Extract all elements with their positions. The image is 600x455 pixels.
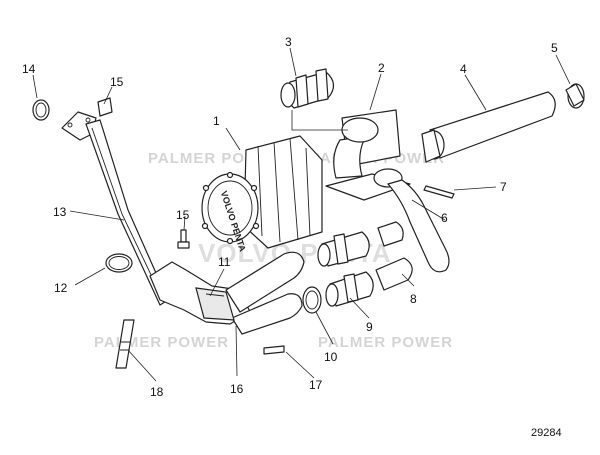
- watermark-lower-right: PALMER POWER: [318, 334, 453, 351]
- callout-3: 3: [285, 35, 292, 49]
- leader-lines: [32, 47, 571, 382]
- part-6-elbow-pipe: [387, 179, 450, 273]
- callout-13: 13: [53, 205, 67, 219]
- part-5-hose-clamp: [565, 83, 585, 109]
- callout-9: 9: [366, 320, 373, 334]
- part-3-hose: [280, 68, 335, 109]
- part-14-seal-ring: [32, 99, 50, 121]
- callout-14: 14: [22, 62, 36, 76]
- callout-15-lower: 15: [176, 208, 190, 222]
- callout-4: 4: [460, 62, 467, 76]
- callout-2: 2: [378, 61, 385, 75]
- part-9-hoses-with-clamps: [317, 231, 374, 307]
- callout-8: 8: [410, 292, 417, 306]
- callout-5: 5: [551, 41, 558, 55]
- part-15-clamp-upper: [97, 97, 113, 117]
- part-1-heat-exchanger: VOLVO PENTA: [201, 135, 323, 253]
- callout-10: 10: [324, 350, 338, 364]
- callout-12: 12: [54, 281, 68, 295]
- callout-17: 17: [309, 378, 323, 392]
- callout-18: 18: [150, 385, 164, 399]
- callout-1: 1: [213, 114, 220, 128]
- part-15-bolt-lower: [177, 229, 190, 249]
- callout-7: 7: [500, 180, 507, 194]
- part-7-bolt: [423, 185, 455, 199]
- callout-15-upper: 15: [110, 75, 124, 89]
- part-17-screw: [263, 345, 285, 355]
- part-16-y-pipe: [149, 251, 305, 335]
- callout-6: 6: [441, 211, 448, 225]
- watermark-lower: PALMER POWER: [94, 334, 229, 351]
- part-12-seal-ring: [105, 253, 133, 273]
- document-number: 29284: [531, 427, 562, 439]
- part-10-clamp-ring: [302, 286, 322, 314]
- callout-16: 16: [230, 382, 244, 396]
- part-4-long-hose: [421, 91, 556, 163]
- callout-11: 11: [218, 255, 231, 269]
- part-2-bracket-housing: [325, 109, 411, 201]
- part-18-strap: [115, 319, 135, 369]
- part-13-exhaust-pipe: [61, 111, 169, 306]
